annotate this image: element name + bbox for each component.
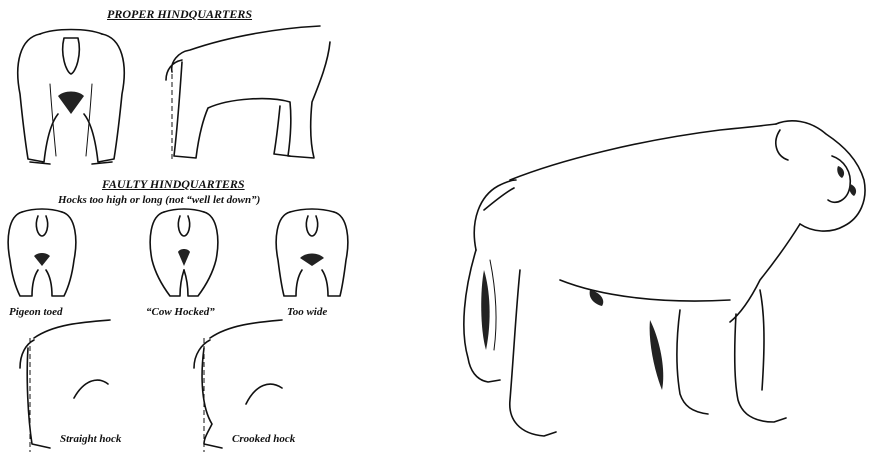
proper-side-view-illustration bbox=[160, 22, 340, 166]
proper-hindquarters-heading: PROPER HINDQUARTERS bbox=[107, 7, 252, 22]
pigeon-toed-label: Pigeon toed bbox=[9, 306, 62, 318]
proper-rear-view-illustration bbox=[10, 24, 132, 166]
bulldog-figure bbox=[440, 100, 872, 453]
cow-hocked-illustration bbox=[146, 206, 222, 300]
crooked-hock-label: Crooked hock bbox=[232, 433, 295, 445]
faulty-hindquarters-heading: FAULTY HINDQUARTERS bbox=[102, 177, 245, 192]
pigeon-toed-illustration bbox=[4, 206, 80, 300]
too-wide-illustration bbox=[274, 206, 350, 300]
straight-hock-label: Straight hock bbox=[60, 433, 121, 445]
faulty-subheading: Hocks too high or long (not “well let do… bbox=[58, 194, 260, 206]
bulldog-illustration bbox=[440, 100, 872, 453]
cow-hocked-label: “Cow Hocked” bbox=[146, 306, 215, 318]
too-wide-label: Too wide bbox=[287, 306, 327, 318]
hindquarters-diagram: PROPER HINDQUARTERS FAULTY HINDQUARTERS … bbox=[0, 0, 355, 453]
